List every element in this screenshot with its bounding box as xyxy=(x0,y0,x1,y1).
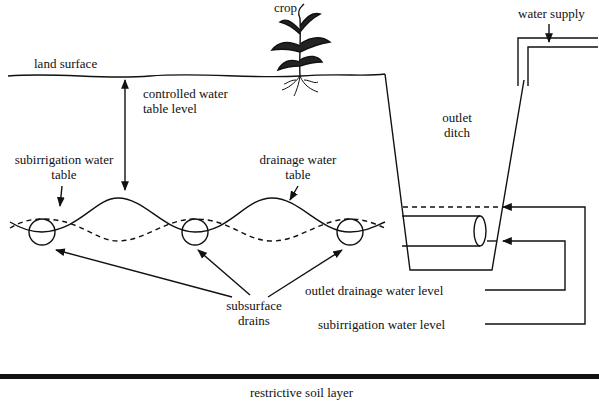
leader xyxy=(290,186,298,200)
drainage-level-line xyxy=(487,240,497,241)
subirrigation-water-table xyxy=(10,219,385,241)
crop-label: crop xyxy=(274,0,297,15)
crop-plant xyxy=(272,4,330,96)
restrictive-layer-bar xyxy=(0,374,599,379)
subirrigation-level-leader xyxy=(485,207,585,324)
controlled-level-label: controlled water table level xyxy=(143,86,243,116)
controlled-level-arrow xyxy=(124,80,125,190)
outlet-drainage-level-label: outlet drainage water level xyxy=(305,283,443,298)
subirrigation-level-line xyxy=(403,206,499,207)
land-surface-label: land surface xyxy=(34,56,97,71)
land-surface-line xyxy=(8,74,385,77)
subirrigation-table-label: subirrigation water table xyxy=(8,152,120,182)
water-supply-arrow xyxy=(548,24,549,42)
subsurface-drains-label: subsurface drains xyxy=(214,298,294,328)
subirrigation-level-label: subirrigation water level xyxy=(318,317,445,332)
leader xyxy=(60,186,62,206)
drainage-level-leader xyxy=(485,241,565,290)
outlet-pipe xyxy=(402,216,486,246)
outlet-ditch-label: outlet ditch xyxy=(432,110,482,140)
restrictive-layer-label: restrictive soil layer xyxy=(2,385,599,400)
water-supply-pipe xyxy=(518,38,598,86)
leader xyxy=(198,250,250,295)
drainage-table-label: drainage water table xyxy=(252,152,344,182)
water-supply-label: water supply xyxy=(518,6,585,21)
drainage-water-table xyxy=(10,198,385,232)
